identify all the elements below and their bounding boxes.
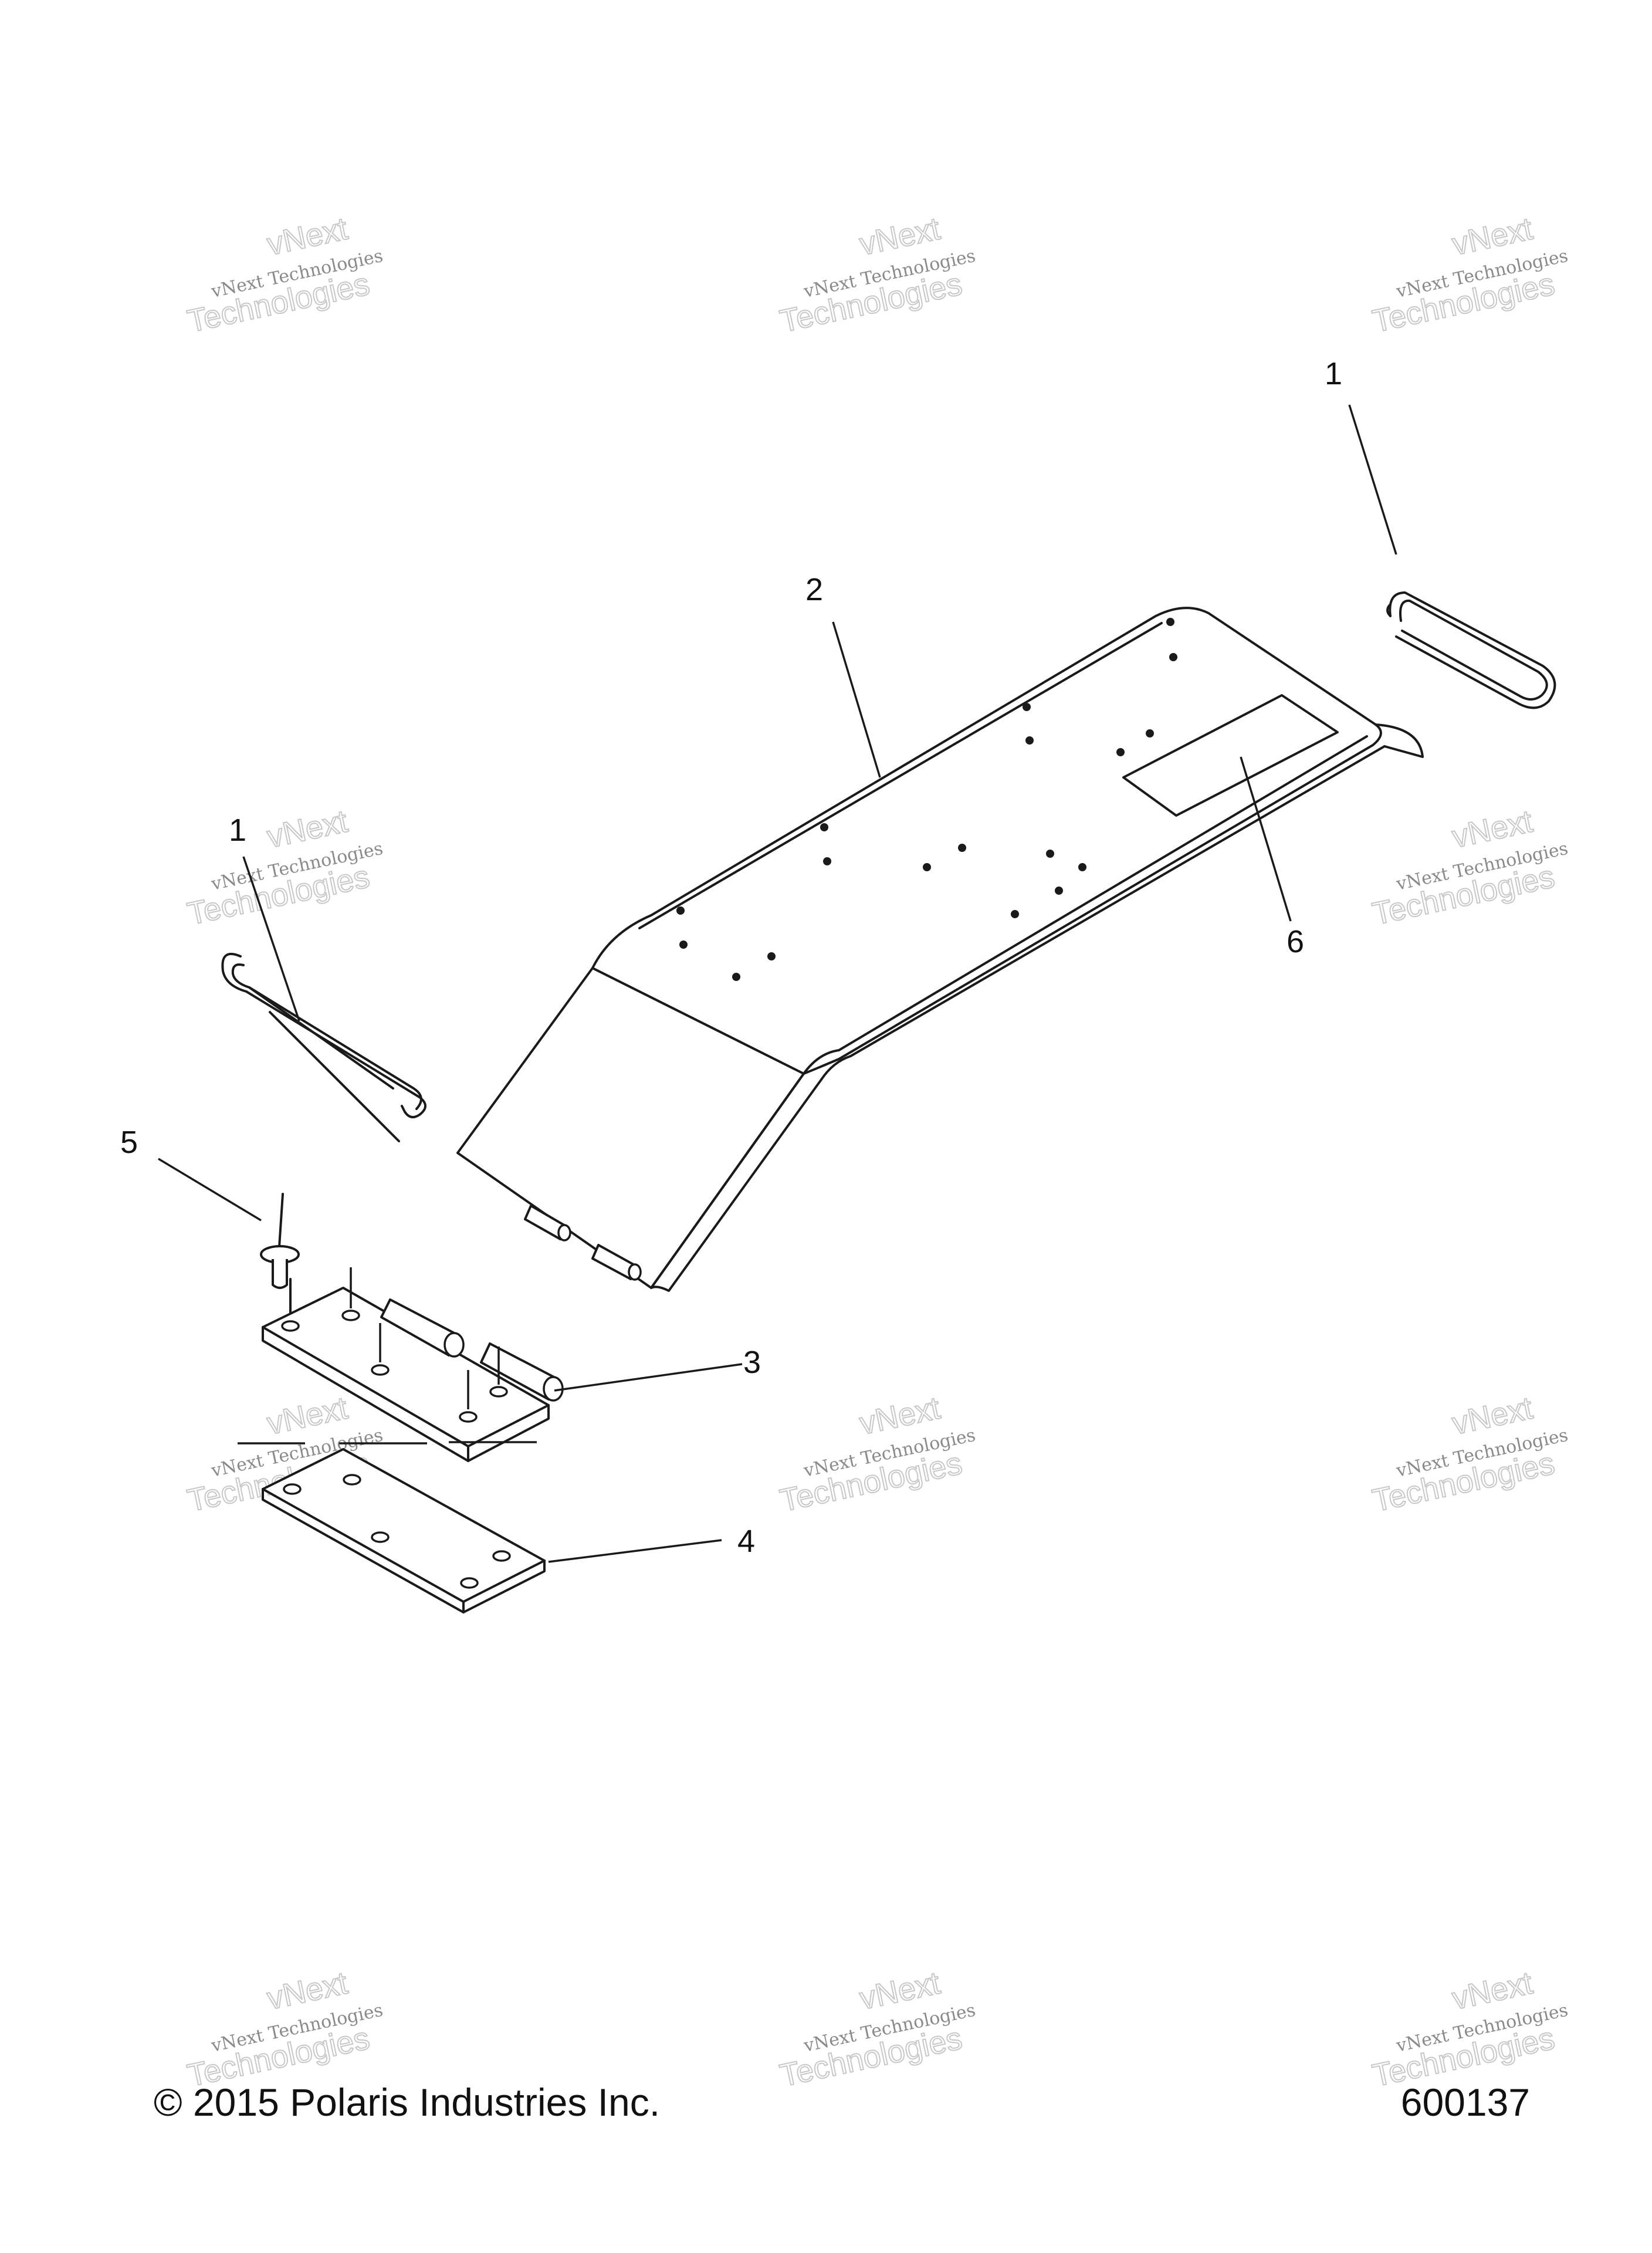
mounting-hole [1055, 887, 1063, 895]
hinge-barrel [480, 1342, 564, 1402]
mounting-hole [958, 844, 966, 852]
watermark: vNext vNext Technologies Technologies [1369, 1965, 1570, 2094]
watermark: vNext vNext Technologies Technologies [184, 803, 385, 932]
panel-hinge-barrel [591, 1244, 642, 1281]
main-panel-part [456, 607, 1424, 1292]
leader-3 [554, 1363, 743, 1392]
hinge-barrel [380, 1298, 465, 1358]
callout-3: 3 [743, 1345, 761, 1380]
plate-hole [492, 1550, 511, 1562]
callout-1-right: 1 [1325, 356, 1342, 391]
mounting-hole [679, 941, 688, 949]
rod-handle-left-part [221, 953, 426, 1142]
rivet-hole [371, 1364, 390, 1376]
rivet-hole [489, 1386, 508, 1398]
mounting-hole [1146, 729, 1154, 738]
mounting-hole [676, 906, 685, 915]
mounting-hole [1011, 910, 1019, 918]
plate-hole [371, 1531, 390, 1543]
mounting-hole [1116, 748, 1125, 756]
mounting-hole [1169, 653, 1177, 661]
rod-handle-right-part [1386, 591, 1556, 709]
callout-1-left: 1 [229, 813, 246, 848]
mounting-hole [1025, 736, 1034, 745]
plate-hole [343, 1474, 361, 1486]
mounting-hole [820, 823, 828, 831]
watermark: vNext vNext Technologies Technologies [1369, 211, 1570, 340]
callout-labels: 1 1 2 3 4 5 6 [120, 356, 1342, 1559]
diagram-number: 600137 [1400, 2081, 1530, 2124]
rivet-hole [341, 1310, 360, 1321]
watermark: vNext vNext Technologies Technologies [184, 1965, 385, 2094]
mounting-hole [732, 973, 740, 981]
leader-1-right [1348, 404, 1397, 555]
mounting-hole [1166, 618, 1174, 626]
panel-hinge-barrel [524, 1205, 571, 1241]
watermark: vNext vNext Technologies Technologies [776, 1390, 977, 1519]
mounting-hole [1023, 703, 1031, 711]
callout-2: 2 [805, 572, 823, 607]
mounting-hole [767, 952, 776, 960]
mounting-hole [1046, 850, 1054, 858]
rivet-hole [459, 1411, 478, 1423]
mounting-hole [823, 857, 831, 865]
callout-6: 6 [1287, 924, 1304, 959]
plate-hole [460, 1577, 479, 1589]
leader-5 [158, 1158, 262, 1222]
watermark: vNext vNext Technologies Technologies [1369, 1390, 1570, 1519]
rivet-hole [281, 1320, 300, 1332]
leader-4 [548, 1539, 722, 1563]
mounting-hole [923, 863, 931, 871]
watermark-layer: vNext vNext Technologies Technologies vN… [184, 211, 1570, 2094]
hinge-plate-part [262, 1267, 564, 1462]
leader-2 [832, 621, 881, 778]
callout-4: 4 [737, 1524, 755, 1559]
rivet-part [260, 1193, 300, 1315]
watermark: vNext vNext Technologies Technologies [776, 1965, 977, 2094]
watermark: vNext vNext Technologies Technologies [776, 211, 977, 340]
callout-5: 5 [120, 1125, 138, 1160]
plate-hole [283, 1483, 302, 1495]
leader-1-left [242, 856, 300, 1021]
leader-lines [158, 404, 1397, 1563]
copyright-text: © 2015 Polaris Industries Inc. [154, 2081, 661, 2124]
watermark: vNext vNext Technologies Technologies [184, 211, 385, 340]
watermark: vNext vNext Technologies Technologies [1369, 803, 1570, 932]
mounting-hole [1078, 863, 1086, 871]
leader-6 [1240, 756, 1292, 922]
backing-plate-part [238, 1441, 546, 1613]
